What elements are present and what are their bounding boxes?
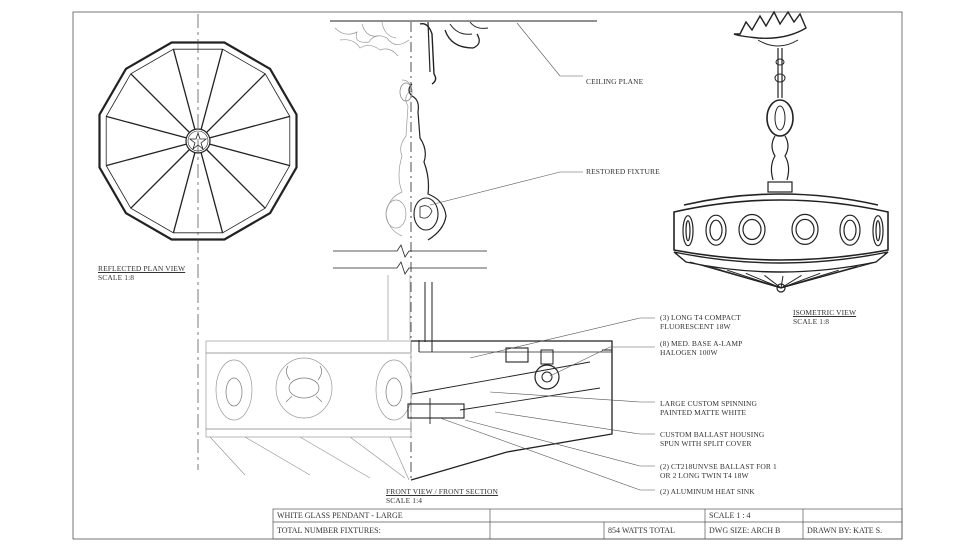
callout-spinning-line2: PAINTED MATTE WHITE bbox=[660, 408, 747, 417]
title-block-fixtures: TOTAL NUMBER FIXTURES: bbox=[277, 526, 381, 535]
title-block-scale: SCALE 1 : 4 bbox=[709, 511, 751, 520]
title-block-project: WHITE GLASS PENDANT - LARGE bbox=[277, 511, 403, 520]
callout-ballast-line2: SPUN WITH SPLIT COVER bbox=[660, 439, 752, 448]
callout-heat-sink: (2) ALUMINUM HEAT SINK bbox=[660, 487, 755, 496]
iso-view-scale: SCALE 1:8 bbox=[793, 317, 830, 326]
callout-ct-line2: OR 2 LONG TWIN T4 18W bbox=[660, 471, 749, 480]
leader-lines bbox=[429, 22, 655, 491]
front-view-title: FRONT VIEW / FRONT SECTION bbox=[386, 487, 499, 496]
crown-canopy-icon bbox=[733, 10, 807, 39]
callout-spinning-line1: LARGE CUSTOM SPINNING bbox=[660, 399, 757, 408]
callout-ballast-line1: CUSTOM BALLAST HOUSING bbox=[660, 430, 765, 439]
plan-view-title: REFLECTED PLAN VIEW bbox=[98, 264, 186, 273]
callout-restored-fixture: RESTORED FIXTURE bbox=[586, 167, 660, 176]
plan-view-scale: SCALE 1:8 bbox=[98, 273, 135, 282]
isometric-view bbox=[673, 10, 889, 293]
callout-lamp-line2: HALOGEN 100W bbox=[660, 348, 718, 357]
front-view bbox=[205, 20, 613, 481]
title-block-frame bbox=[272, 508, 903, 540]
callout-ceiling-plane: CEILING PLANE bbox=[586, 77, 644, 86]
callout-t4-line1: (3) LONG T4 COMPACT bbox=[660, 313, 741, 322]
iso-view-title: ISOMETRIC VIEW bbox=[793, 308, 857, 317]
reflected-plan-view bbox=[98, 41, 298, 241]
title-block-watts: 854 WATTS TOTAL bbox=[608, 526, 675, 535]
callout-t4-line2: FLUORESCENT 18W bbox=[660, 322, 731, 331]
callout-ct-line1: (2) CT218UNVSE BALLAST FOR 1 bbox=[660, 462, 777, 471]
front-view-scale: SCALE 1:4 bbox=[386, 496, 423, 505]
crab-medallion-icon bbox=[225, 365, 403, 407]
callout-lamp-line1: (8) MED. BASE A-LAMP bbox=[660, 339, 743, 348]
title-block-dwg-size: DWG SIZE: ARCH B bbox=[709, 526, 781, 535]
title-block-drawn-by: DRAWN BY: KATE S. bbox=[807, 526, 883, 535]
